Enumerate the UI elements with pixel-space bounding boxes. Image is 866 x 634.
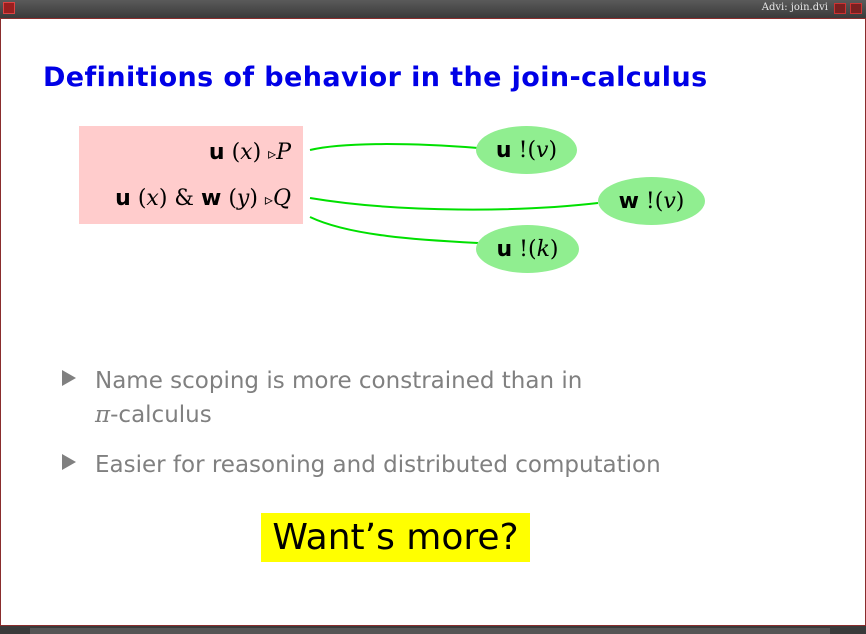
- bullet-text-1: Name scoping is more constrained than in…: [95, 364, 695, 432]
- message-bubble-3: u !(k): [476, 225, 579, 273]
- def1-process: P: [276, 140, 291, 165]
- window-titlebar: Advi: join.dvi: [0, 0, 866, 18]
- bottom-status-bar: [0, 626, 866, 634]
- msg2-bang: !: [645, 188, 655, 214]
- bullet1-line1: Name scoping is more constrained than in: [95, 368, 583, 394]
- bullet-triangle-icon: [62, 370, 76, 386]
- minimize-button[interactable]: [834, 3, 846, 14]
- def2-channel2: w: [201, 186, 222, 211]
- maximize-button[interactable]: [850, 3, 862, 14]
- message-bubble-1: u !(v): [476, 126, 577, 174]
- msg1-bang: !: [518, 137, 528, 163]
- msg3-bang: !: [519, 236, 528, 262]
- msg2-channel: w: [618, 188, 639, 214]
- definition-2: u (x) & w (y) ▹Q: [115, 186, 291, 211]
- bullet-text-2: Easier for reasoning and distributed com…: [95, 452, 661, 478]
- slide-title: Definitions of behavior in the join-calc…: [43, 62, 708, 93]
- link-line-1: [309, 143, 479, 151]
- bullet1-line2: -calculus: [110, 402, 212, 428]
- def2-arrow: ▹: [264, 190, 273, 209]
- bullet1-pi-symbol: π: [95, 402, 111, 428]
- msg3-channel: u: [496, 236, 513, 262]
- msg3-value: k: [536, 236, 550, 262]
- window-menu-button[interactable]: [3, 2, 15, 14]
- window-title: Advi: join.dvi: [761, 2, 828, 13]
- msg1-value: v: [536, 137, 549, 163]
- definition-1: u (x) ▹P: [208, 140, 291, 165]
- def1-channel: u: [208, 140, 225, 165]
- msg2-value: v: [663, 188, 676, 214]
- def2-arg: x: [146, 186, 159, 211]
- definitions-box: u (x) ▹P u (x) & w (y) ▹Q: [79, 126, 303, 224]
- message-bubble-2: w !(v): [598, 177, 705, 225]
- def2-joiner: &: [174, 186, 194, 211]
- link-line-2: [309, 197, 599, 211]
- bottom-scroll-track[interactable]: [30, 628, 830, 634]
- bullet-triangle-icon: [62, 454, 76, 470]
- def1-arg: x: [240, 140, 253, 165]
- want-more-button[interactable]: Want’s more?: [261, 513, 530, 562]
- def2-arg2: y: [236, 186, 250, 211]
- link-line-3: [309, 216, 479, 244]
- def2-channel: u: [115, 186, 131, 211]
- def2-process: Q: [272, 186, 291, 211]
- def1-arrow: ▹: [268, 144, 277, 163]
- msg1-channel: u: [495, 137, 512, 163]
